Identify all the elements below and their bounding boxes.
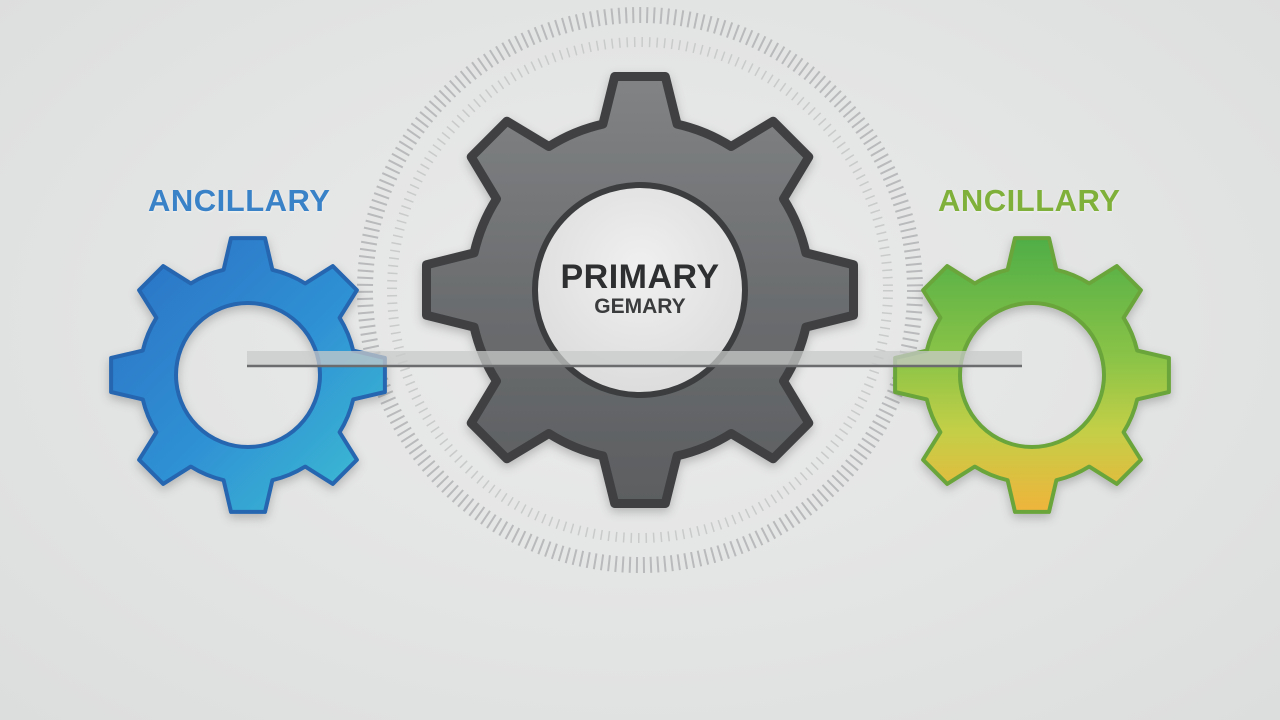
primary-gear-title: PRIMARY xyxy=(560,258,720,296)
gear-icon xyxy=(893,236,1171,514)
primary-gear-subtitle: GEMARY xyxy=(594,295,686,318)
gear-icon xyxy=(109,236,387,514)
axle-bar xyxy=(247,351,1022,365)
primary-hub xyxy=(532,182,748,398)
orbit-ring-outer xyxy=(357,7,923,573)
left-gear-label: ANCILLARY xyxy=(148,183,331,218)
orbit-ring-inner xyxy=(387,37,893,543)
right-gear-label: ANCILLARY xyxy=(938,183,1121,218)
